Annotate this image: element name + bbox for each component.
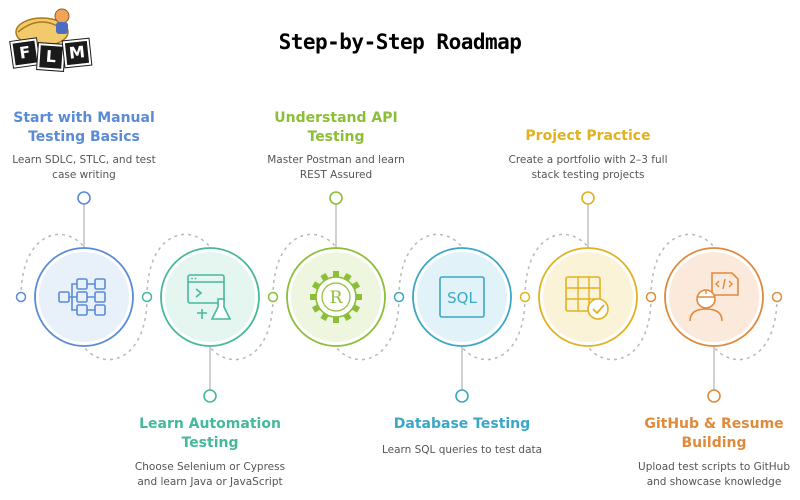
connector-arc [524, 233, 589, 298]
step-circle [664, 247, 764, 347]
connector-node [267, 291, 279, 303]
step-title: Project Practice [503, 127, 673, 146]
connector-arc [20, 233, 85, 298]
automation-lab-icon [187, 274, 232, 320]
step-endpoint [455, 389, 469, 403]
step-description-line: stack testing projects [531, 169, 645, 181]
step-description-line: Create a portfolio with 2–3 full [508, 154, 668, 166]
step-title-line: GitHub & Resume [644, 416, 784, 432]
workflow-icon [58, 278, 106, 316]
step-description-line: REST Assured [299, 169, 373, 181]
step-endpoint [581, 191, 595, 205]
step-endpoint [707, 389, 721, 403]
developer-code-icon [689, 272, 739, 322]
step-circle [34, 247, 134, 347]
step-title-line: Understand API [274, 110, 398, 126]
connector-arc [713, 296, 778, 361]
step-description-line: and showcase knowledge [646, 476, 782, 488]
step-description: Learn SDLC, STLC, and test case writing [0, 153, 179, 183]
step-title-line: Testing [181, 435, 239, 451]
connector-node [519, 291, 531, 303]
connector-arc [209, 296, 274, 361]
step-title: Understand API Testing [251, 109, 421, 147]
step-title-line: Project Practice [525, 128, 651, 144]
connector-node [141, 291, 153, 303]
checked-table-icon [565, 276, 609, 320]
step-description-line: Master Postman and learn [267, 154, 405, 166]
step-circle: R [286, 247, 386, 347]
step-description: Choose Selenium or Cypress and learn Java… [115, 460, 305, 490]
step-title: Database Testing [377, 415, 547, 434]
step-circle: SQL [412, 247, 512, 347]
page-title: Step-by-Step Roadmap [278, 30, 522, 54]
step-description-line: Choose Selenium or Cypress [134, 461, 286, 473]
step-title-line: Learn Automation [139, 416, 281, 432]
step-title-line: Testing Basics [28, 129, 140, 145]
step-description: Create a portfolio with 2–3 full stack te… [493, 153, 683, 183]
sql-icon: SQL [439, 276, 485, 318]
connector-arc [461, 296, 526, 361]
flm-logo: F L M [4, 2, 94, 72]
connector-arc [398, 233, 463, 298]
step-description-line: Learn SQL queries to test data [381, 444, 543, 456]
connector-arc [83, 296, 148, 361]
step-title-line: Database Testing [393, 416, 531, 432]
step-endpoint [203, 389, 217, 403]
step-endpoint [329, 191, 343, 205]
svg-text:R: R [330, 288, 344, 308]
rest-gear-icon: R [310, 271, 362, 323]
step-endpoint [77, 191, 91, 205]
step-circle [160, 247, 260, 347]
connector-arc [650, 233, 715, 298]
connector-arc [587, 296, 652, 361]
step-description-line: case writing [52, 169, 116, 181]
step-title-line: Building [681, 435, 747, 451]
connector-arc [335, 296, 400, 361]
svg-text:SQL: SQL [447, 289, 477, 307]
connector-node [645, 291, 657, 303]
step-description-line: and learn Java or JavaScript [137, 476, 283, 488]
connector-arc [272, 233, 337, 298]
connector-node [771, 291, 783, 303]
step-circle [538, 247, 638, 347]
step-description: Upload test scripts to GitHub and showcas… [619, 460, 800, 490]
step-description-line: Upload test scripts to GitHub [638, 461, 790, 473]
step-description-line: Learn SDLC, STLC, and test [12, 154, 156, 166]
connector-arc [146, 233, 211, 298]
step-title-line: Start with Manual [13, 110, 155, 126]
step-description: Learn SQL queries to test data [367, 443, 557, 458]
connector-node [15, 291, 27, 303]
connector-node [393, 291, 405, 303]
step-title-line: Testing [307, 129, 365, 145]
